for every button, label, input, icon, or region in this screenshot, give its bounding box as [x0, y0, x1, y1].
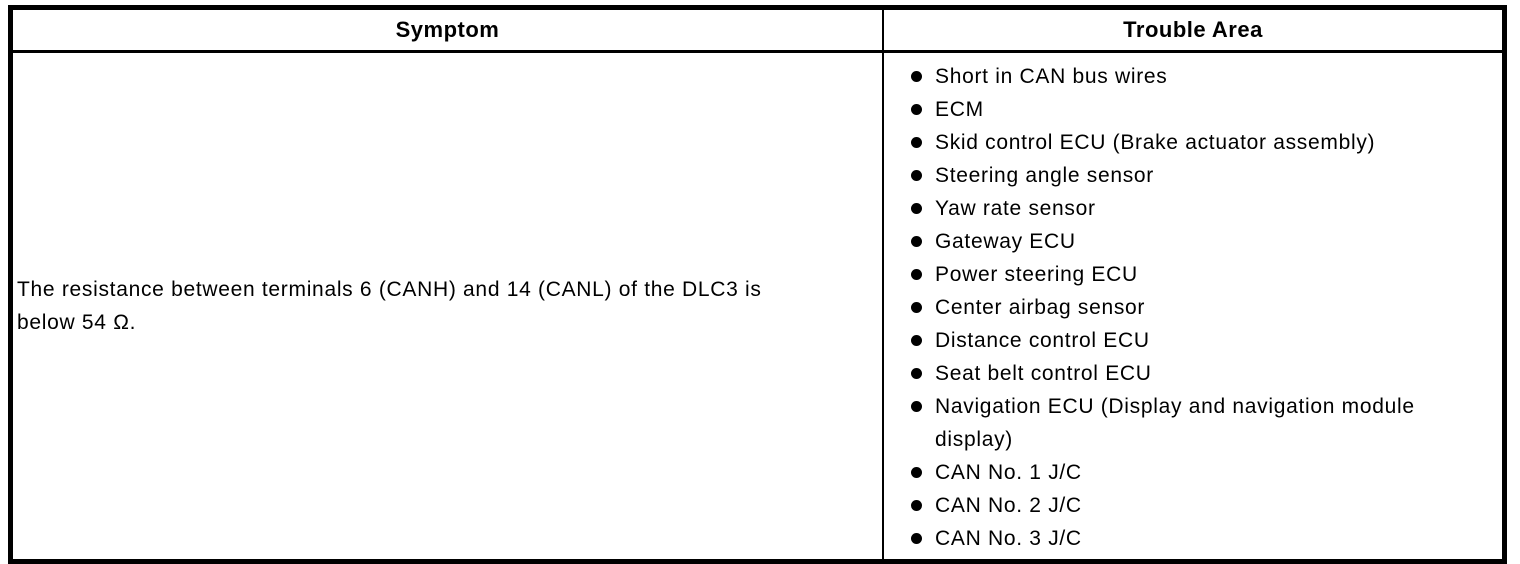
table-header-row: Symptom Trouble Area: [10, 7, 1505, 53]
bullet-icon: [911, 401, 922, 412]
trouble-area-item: ECM: [884, 93, 1494, 126]
trouble-area-item: Seat belt control ECU: [884, 357, 1494, 390]
trouble-area-item: Power steering ECU: [884, 258, 1494, 291]
trouble-area-item-label: Gateway ECU: [935, 230, 1076, 253]
trouble-area-list: Short in CAN bus wires ECM Skid control …: [884, 60, 1494, 555]
trouble-area-item-label: CAN No. 2 J/C: [935, 494, 1082, 517]
trouble-area-item-label: Center airbag sensor: [935, 296, 1146, 319]
trouble-area-item-label: Skid control ECU (Brake actuator assembl…: [935, 131, 1376, 154]
trouble-area-item-label: Power steering ECU: [935, 263, 1138, 286]
bullet-icon: [911, 533, 922, 544]
trouble-area-item: Distance control ECU: [884, 324, 1494, 357]
bullet-icon: [911, 500, 922, 511]
trouble-area-item-label: Seat belt control ECU: [935, 362, 1152, 385]
trouble-area-item-label: ECM: [935, 98, 984, 121]
trouble-area-item-label: Distance control ECU: [935, 329, 1150, 352]
trouble-area-cell: Short in CAN bus wires ECM Skid control …: [882, 51, 1505, 562]
bullet-icon: [911, 104, 922, 115]
trouble-area-item: CAN No. 3 J/C: [884, 522, 1494, 555]
trouble-area-item: Short in CAN bus wires: [884, 60, 1494, 93]
trouble-area-item: CAN No. 1 J/C: [884, 456, 1494, 489]
symptom-cell: The resistance between terminals 6 (CANH…: [11, 52, 884, 562]
bullet-icon: [911, 335, 922, 346]
bullet-icon: [911, 170, 922, 181]
trouble-area-item-label: Short in CAN bus wires: [935, 65, 1168, 88]
trouble-area-item-label: Steering angle sensor: [935, 164, 1154, 187]
trouble-area-item: Yaw rate sensor: [884, 192, 1494, 225]
trouble-area-item: Center airbag sensor: [884, 291, 1494, 324]
bullet-icon: [911, 203, 922, 214]
bullet-icon: [911, 269, 922, 280]
trouble-area-item: Gateway ECU: [884, 225, 1494, 258]
bullet-icon: [911, 467, 922, 478]
trouble-area-item: CAN No. 2 J/C: [884, 489, 1494, 522]
trouble-area-item: Steering angle sensor: [884, 159, 1494, 192]
bullet-icon: [911, 368, 922, 379]
symptom-trouble-table: Symptom Trouble Area The resistance betw…: [8, 5, 1507, 564]
table-row: The resistance between terminals 6 (CANH…: [11, 51, 1505, 562]
symptom-text: The resistance between terminals 6 (CANH…: [17, 278, 762, 334]
bullet-icon: [911, 137, 922, 148]
trouble-area-column-header: Trouble Area: [882, 7, 1505, 53]
trouble-area-item-label: Navigation ECU (Display and navigation m…: [935, 395, 1415, 451]
trouble-area-item-label: Yaw rate sensor: [935, 197, 1096, 220]
trouble-area-item: Skid control ECU (Brake actuator assembl…: [884, 126, 1494, 159]
bullet-icon: [911, 302, 922, 313]
trouble-area-item: Navigation ECU (Display and navigation m…: [884, 390, 1494, 456]
trouble-area-item-label: CAN No. 3 J/C: [935, 527, 1082, 550]
trouble-area-item-label: CAN No. 1 J/C: [935, 461, 1082, 484]
bullet-icon: [911, 236, 922, 247]
bullet-icon: [911, 71, 922, 82]
symptom-column-header: Symptom: [10, 7, 883, 53]
